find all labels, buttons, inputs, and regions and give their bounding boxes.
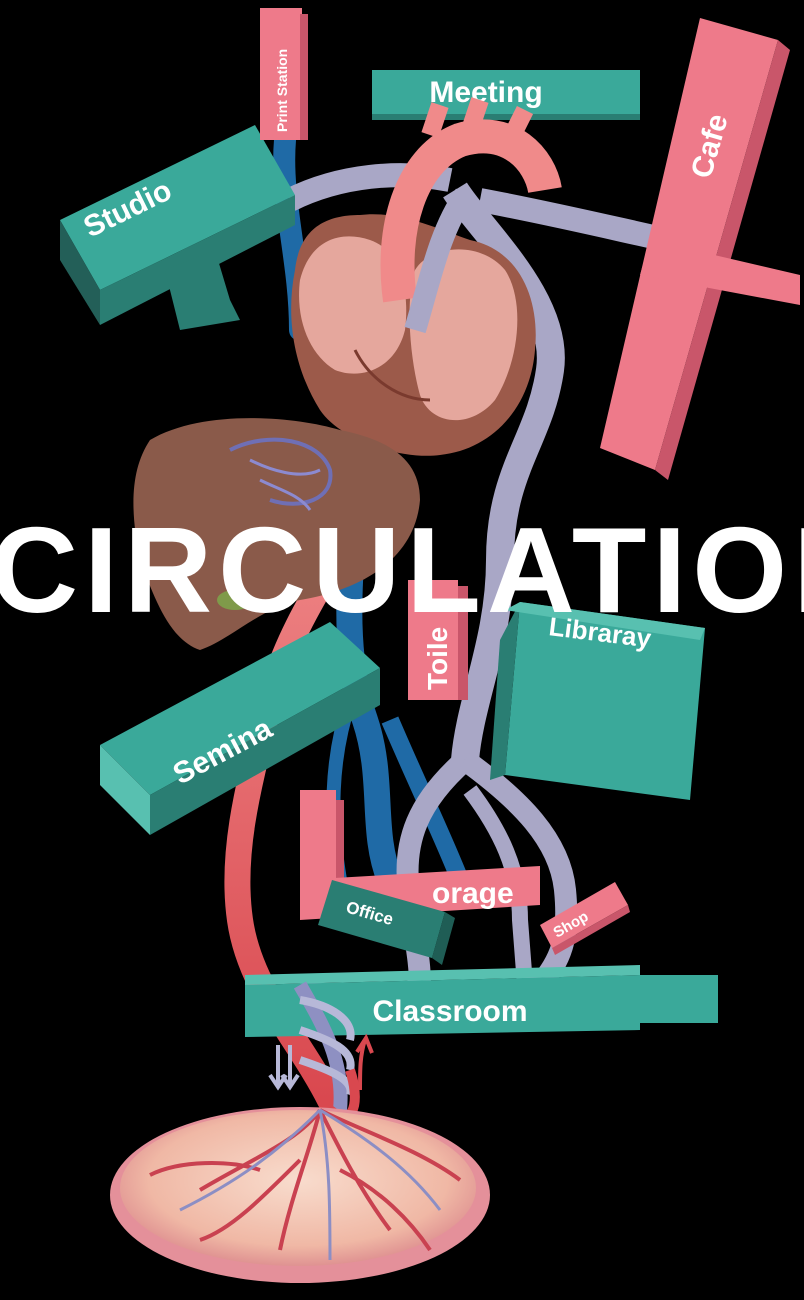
room-label-print-station: Print Station	[274, 49, 290, 132]
room-label-classroom: Classroom	[372, 995, 527, 1028]
flow-arrow-icon	[357, 1038, 372, 1090]
room-shop: Shop	[540, 882, 630, 955]
heart-illustration	[291, 100, 545, 456]
room-studio: Studio	[60, 125, 295, 330]
placenta-illustration	[110, 1107, 490, 1283]
page-title: CIRCULATION	[0, 502, 804, 638]
room-label-storage: orage	[432, 877, 514, 910]
room-meeting: Meeting	[372, 70, 640, 120]
room-print-station: Print Station	[260, 8, 308, 140]
